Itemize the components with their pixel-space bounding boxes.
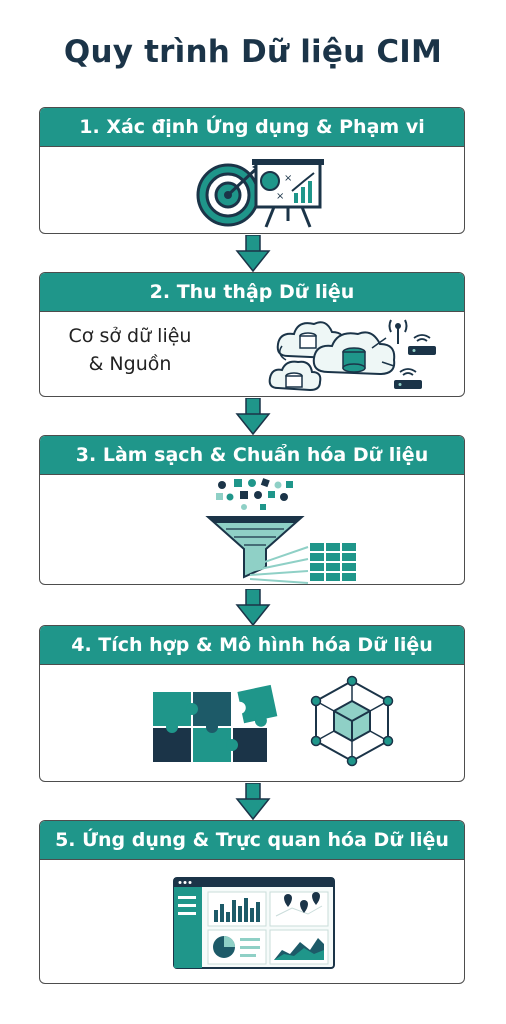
step-3-card: 3. Làm sạch & Chuẩn hóa Dữ liệu bbox=[39, 435, 465, 585]
presentation-board-icon: × × bbox=[252, 159, 324, 228]
source-line-2: & Nguồn bbox=[88, 353, 172, 375]
step-3-header: 3. Làm sạch & Chuẩn hóa Dữ liệu bbox=[40, 436, 464, 475]
router-icon bbox=[408, 334, 436, 355]
step-1-header: 1. Xác định Ứng dụng & Phạm vi bbox=[40, 108, 464, 147]
arrow-down-icon bbox=[235, 398, 271, 436]
data-grid-icon bbox=[250, 543, 356, 584]
antenna-icon bbox=[388, 319, 408, 344]
funnel-icon bbox=[205, 478, 305, 579]
step-5-header: 5. Ứng dụng & Trực quan hóa Dữ liệu bbox=[40, 821, 464, 860]
cloud-database-icon bbox=[268, 321, 396, 392]
step-2-card: 2. Thu thập Dữ liệu Cơ sở dữ liệu & Nguồ… bbox=[39, 272, 465, 397]
arrow-down-icon bbox=[235, 235, 271, 273]
puzzle-icon bbox=[151, 682, 280, 764]
step-4-header: 4. Tích hợp & Mô hình hóa Dữ liệu bbox=[40, 626, 464, 665]
source-label: Cơ sở dữ liệu & Nguồn bbox=[40, 322, 220, 378]
svg-text:×: × bbox=[276, 191, 284, 202]
step-3-body bbox=[40, 475, 464, 584]
cube-network-icon bbox=[310, 675, 394, 767]
router-icon-2 bbox=[394, 368, 422, 389]
source-line-1: Cơ sở dữ liệu bbox=[68, 325, 192, 347]
svg-text:×: × bbox=[284, 173, 292, 184]
step-5-body bbox=[40, 860, 464, 983]
step-5-card: 5. Ứng dụng & Trực quan hóa Dữ liệu bbox=[39, 820, 465, 984]
arrow-down-icon bbox=[235, 589, 271, 627]
step-1-card: 1. Xác định Ứng dụng & Phạm vi × × bbox=[39, 107, 465, 234]
step-4-body bbox=[40, 665, 464, 781]
arrow-down-icon bbox=[235, 783, 271, 821]
dashboard-icon bbox=[173, 877, 335, 969]
page-title: Quy trình Dữ liệu CIM bbox=[63, 34, 443, 70]
step-4-card: 4. Tích hợp & Mô hình hóa Dữ liệu bbox=[39, 625, 465, 782]
step-1-body: × × bbox=[40, 147, 464, 233]
step-2-body: Cơ sở dữ liệu & Nguồn bbox=[40, 312, 464, 396]
step-2-header: 2. Thu thập Dữ liệu bbox=[40, 273, 464, 312]
